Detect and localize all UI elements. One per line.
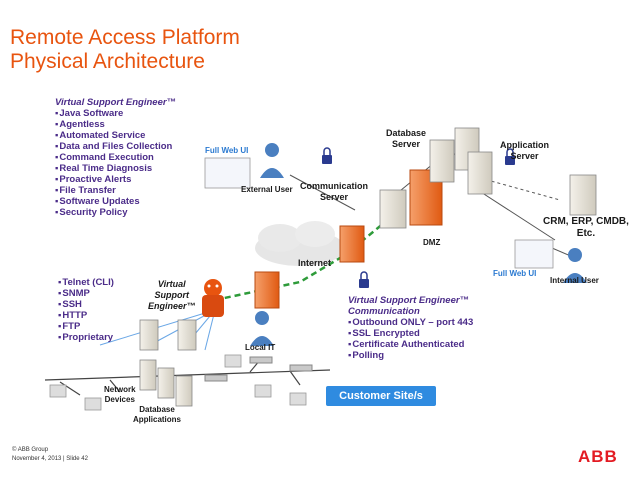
firewall-icon [254, 169, 443, 309]
customer-site-badge: Customer Site/s [326, 386, 436, 406]
lan-bus [44, 359, 331, 396]
list-item: Real Time Diagnosis [55, 163, 172, 174]
list-item: Telnet (CLI) [58, 277, 114, 288]
protocol-list: Telnet (CLI) SNMP SSH HTTP FTP Proprieta… [58, 277, 114, 343]
dmz-label: DMZ [423, 238, 441, 247]
list-item: SSH [58, 299, 114, 310]
list-item: Automated Service [55, 130, 172, 141]
database-server-label: Database Server [386, 128, 427, 149]
vse-heading: Virtual Support Engineer™ [55, 97, 177, 108]
internal-user-label: Internal User [550, 276, 599, 285]
lock-icon [322, 147, 515, 288]
footer-copyright: © ABB Group [12, 447, 49, 453]
list-item: Software Updates [55, 196, 172, 207]
robot-icon [202, 279, 224, 317]
list-item: Agentless [55, 119, 172, 130]
list-item: Command Execution [55, 152, 172, 163]
internet-label: Internet [298, 258, 332, 268]
list-item: Outbound ONLY – port 443 [348, 317, 488, 328]
full-web-ui-left-label: Full Web UI [205, 146, 249, 155]
full-web-ui-right-label: Full Web UI [493, 269, 537, 278]
computer-icon [49, 157, 554, 411]
title-line2: Physical Architecture [10, 50, 205, 73]
network-devices-label: Network Devices [104, 385, 136, 404]
vse-label: Virtual Support Engineer™ [148, 279, 196, 311]
communication-server-label: Communication Server [300, 181, 369, 202]
list-item: File Transfer [55, 185, 172, 196]
list-item: Security Policy [55, 207, 172, 218]
title-line1: Remote Access Platform [10, 26, 240, 49]
local-it-label: Local IT [245, 343, 276, 352]
application-server-label: Application Server [500, 140, 549, 161]
list-item: Java Software [55, 108, 172, 119]
list-item: Proprietary [58, 332, 114, 343]
external-user-label: External User [241, 185, 293, 194]
crm-label: CRM, ERP, CMDB, Etc. [543, 216, 629, 239]
list-item: Proactive Alerts [55, 174, 172, 185]
user-icon [250, 143, 587, 346]
cloud-icon [255, 221, 345, 266]
list-item: HTTP [58, 310, 114, 321]
server-icon [139, 127, 597, 407]
list-item: SSL Encrypted [348, 328, 488, 339]
abb-logo: ABB [578, 447, 624, 466]
list-item: Polling [348, 350, 488, 361]
list-item: Certificate Authenticated [348, 339, 488, 350]
network-device-icon [204, 356, 313, 382]
vse-feature-list: Java Software Agentless Automated Servic… [55, 108, 172, 218]
comm-heading-line1: Virtual Support Engineer™ [348, 295, 470, 306]
list-item: Data and Files Collection [55, 141, 172, 152]
list-item: SNMP [58, 288, 114, 299]
comm-heading-line2: Communication [348, 306, 420, 317]
list-item: FTP [58, 321, 114, 332]
database-applications-label: Database Applications [133, 405, 182, 424]
footer-date-slide: November 4, 2013 | Slide 42 [12, 456, 88, 462]
abb-logo-text: ABB [578, 447, 618, 466]
comm-feature-list: Outbound ONLY – port 443 SSL Encrypted C… [348, 317, 488, 361]
